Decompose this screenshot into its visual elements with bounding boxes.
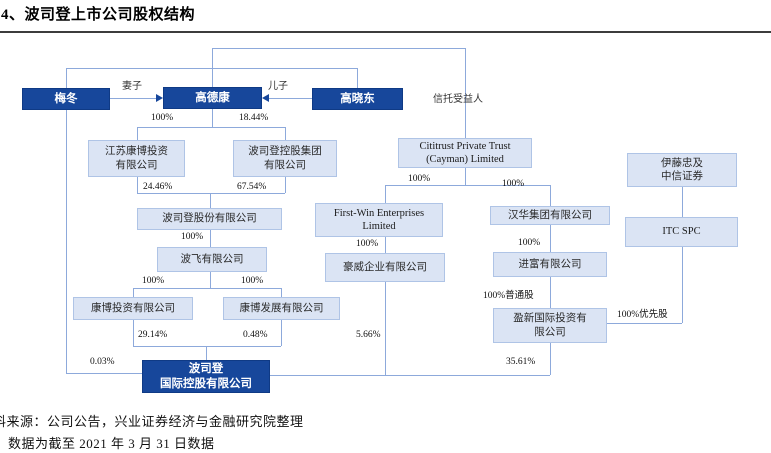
connector-line xyxy=(210,193,211,208)
arrowhead-icon xyxy=(156,94,163,102)
connector-line xyxy=(465,48,466,138)
node-cititrust: Cititrust Private Trust (Cayman) Limited xyxy=(398,138,532,168)
title-divider xyxy=(0,31,771,33)
connector-line xyxy=(385,237,386,253)
node-hanhua-group: 汉华集团有限公司 xyxy=(490,206,610,225)
connector-line xyxy=(66,110,67,373)
node-bosideng-co: 波司登股份有限公司 xyxy=(137,208,282,230)
node-kangbo-development: 康博发展有限公司 xyxy=(223,297,340,320)
arrowhead-icon xyxy=(262,94,269,102)
connector-line xyxy=(137,177,138,193)
connector-line xyxy=(385,185,550,186)
connector-line xyxy=(550,343,551,375)
connector-line xyxy=(281,320,282,346)
edge-label-pct-haowei-intl: 5.66% xyxy=(356,330,381,340)
connector-line xyxy=(137,193,285,194)
edge-label-pct-bofei-kangboinv: 100% xyxy=(142,276,165,286)
node-first-win: First-Win Enterprises Limited xyxy=(315,203,443,237)
node-itochu-citic: 伊藤忠及 中信证券 xyxy=(627,153,737,187)
connector-line xyxy=(550,277,551,308)
connector-line xyxy=(270,375,550,376)
connector-line xyxy=(212,109,213,127)
edge-label-pct-itcspc-yingxin: 100%优先股 xyxy=(617,310,668,320)
connector-line xyxy=(110,98,157,99)
connector-line xyxy=(550,225,551,252)
connector-line xyxy=(133,346,281,347)
connector-line xyxy=(281,288,282,297)
edge-label-pct-gaodekang-jiangsukangbo: 100% xyxy=(151,113,174,123)
connector-line xyxy=(137,127,138,140)
connector-line xyxy=(206,346,207,360)
edge-label-son: 儿子 xyxy=(268,81,288,92)
connector-line xyxy=(550,185,551,206)
connector-line xyxy=(66,68,67,88)
connector-line xyxy=(66,68,357,69)
connector-line xyxy=(268,98,312,99)
connector-line xyxy=(285,177,286,193)
connector-line xyxy=(133,288,134,297)
edge-label-pct-cititrust-hanhua: 100% xyxy=(502,179,525,189)
node-bosideng-intl-holdings: 波司登 国际控股有限公司 xyxy=(142,360,270,393)
node-kangbo-investment: 康博投资有限公司 xyxy=(73,297,193,320)
edge-label-pct-bosidengholding-bosidengco: 67.54% xyxy=(237,182,267,192)
connector-line xyxy=(682,187,683,217)
edge-label-pct-bosidengco-bofei: 100% xyxy=(181,232,204,242)
edge-label-trust-beneficiary: 信托受益人 xyxy=(433,94,483,105)
edge-label-pct-firstwin-haowei: 100% xyxy=(356,239,379,249)
node-itc-spc: ITC SPC xyxy=(625,217,738,247)
edge-label-pct-yingxin-intl: 35.61% xyxy=(506,357,536,367)
node-gao-dekang: 高德康 xyxy=(163,87,262,109)
connector-line xyxy=(607,323,682,324)
edge-label-pct-gaodekang-bosidengholding: 18.44% xyxy=(239,113,269,123)
node-yingxin-intl: 盈新国际投资有 限公司 xyxy=(493,308,607,343)
edge-label-pct-meidong-intl: 0.03% xyxy=(90,357,115,367)
connector-line xyxy=(133,320,134,346)
page-title: 4、波司登上市公司股权结构 xyxy=(1,7,196,23)
connector-line xyxy=(210,230,211,247)
connector-line xyxy=(285,127,286,140)
connector-line xyxy=(212,48,213,87)
connector-line xyxy=(210,272,211,288)
edge-label-wife: 妻子 xyxy=(122,81,142,92)
connector-line xyxy=(682,247,683,323)
edge-label-pct-kangboinv-intl: 29.14% xyxy=(138,330,168,340)
node-jinfu: 进富有限公司 xyxy=(493,252,607,277)
connector-line xyxy=(137,127,285,128)
node-gao-xiaodong: 高晓东 xyxy=(312,88,403,110)
edge-label-pct-hanhua-jinfu: 100% xyxy=(518,238,541,248)
edge-label-pct-jiangsukangbo-bosidengco: 24.46% xyxy=(143,182,173,192)
node-mei-dong: 梅冬 xyxy=(22,88,110,110)
node-bofei: 波飞有限公司 xyxy=(157,247,267,272)
footer-note-text: 数据为截至 2021 年 3 月 31 日数据 xyxy=(8,436,215,451)
edge-label-pct-jinfu-yingxin: 100%普通股 xyxy=(483,291,534,301)
connector-line xyxy=(133,288,281,289)
footer-source-text: 料来源：公司公告，兴业证券经济与金融研究院整理 xyxy=(0,414,304,429)
connector-line xyxy=(66,373,142,374)
connector-line xyxy=(385,282,386,375)
connector-line xyxy=(357,68,358,88)
node-haowei-enterprise: 豪威企业有限公司 xyxy=(325,253,445,282)
connector-line xyxy=(385,185,386,203)
edge-label-pct-kangbodev-intl: 0.48% xyxy=(243,330,268,340)
edge-label-pct-cititrust-firstwin: 100% xyxy=(408,174,431,184)
connector-line xyxy=(465,168,466,185)
node-jiangsu-kangbo: 江苏康博投资 有限公司 xyxy=(88,140,185,177)
edge-label-pct-bofei-kangbodev: 100% xyxy=(241,276,264,286)
connector-line xyxy=(212,48,465,49)
node-bosideng-holding-group: 波司登控股集团 有限公司 xyxy=(233,140,337,177)
